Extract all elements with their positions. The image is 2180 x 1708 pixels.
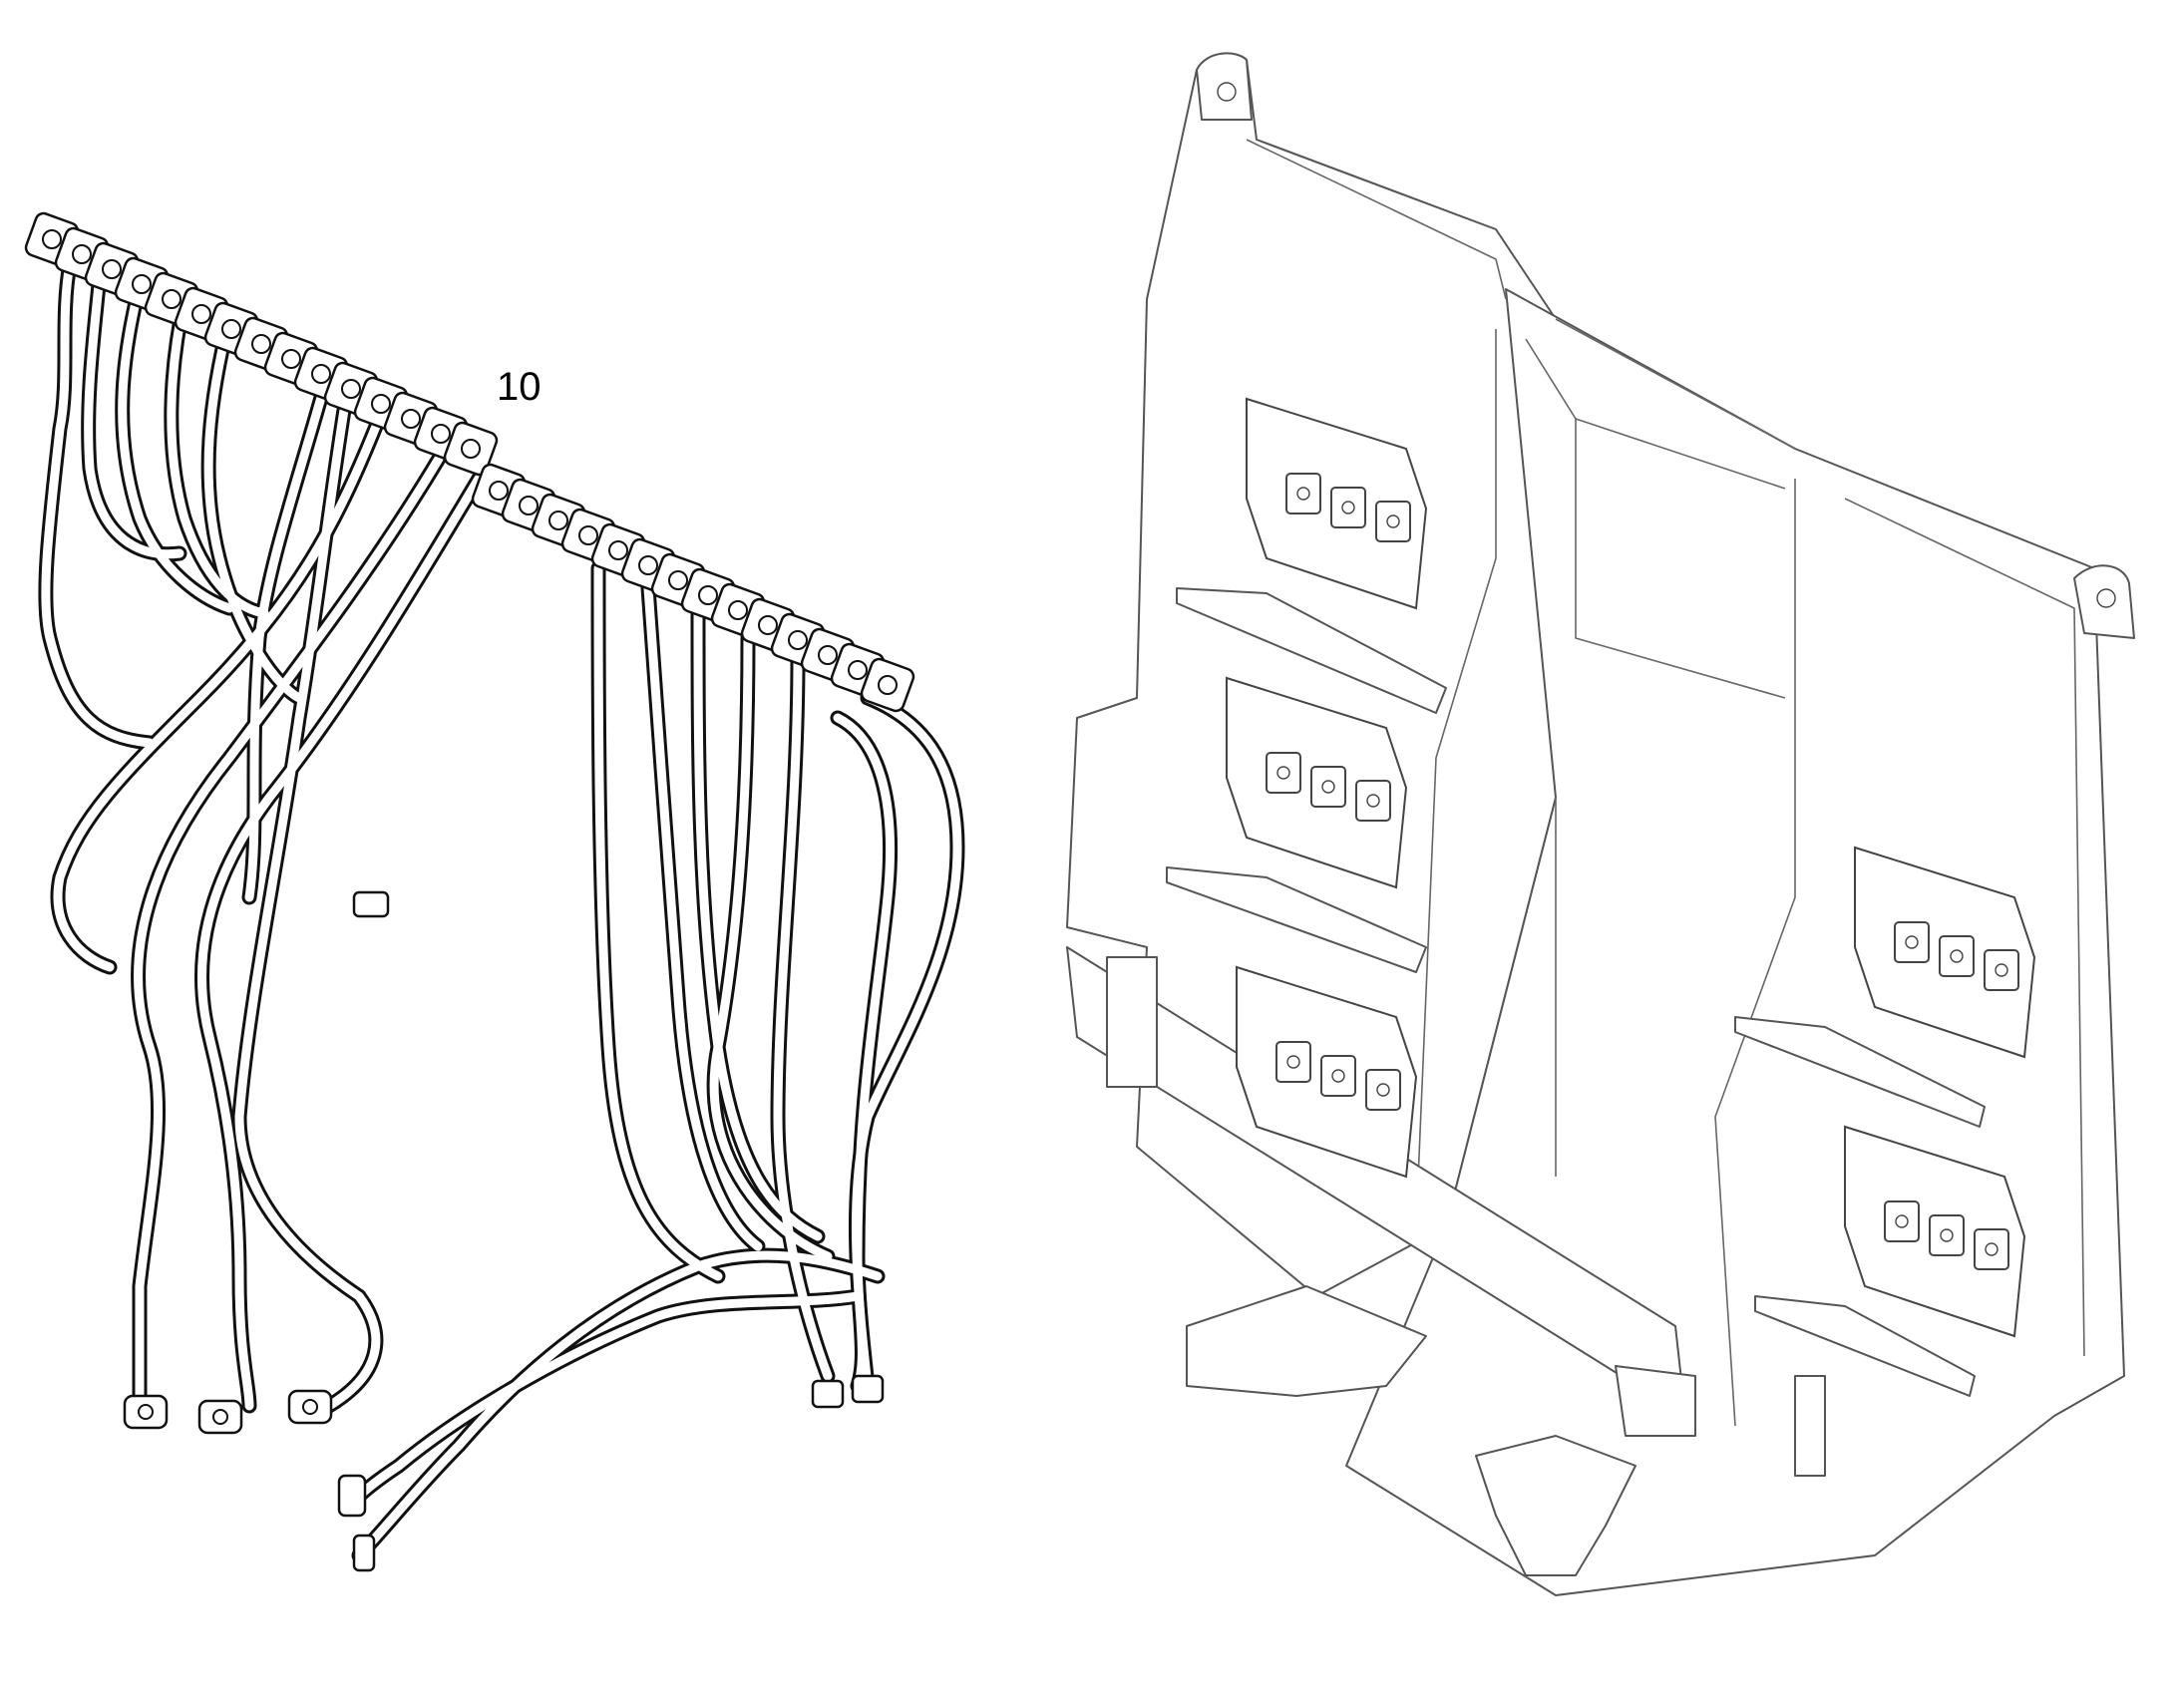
flange-row-right xyxy=(471,463,915,713)
end-flange xyxy=(287,1389,333,1425)
end-flange xyxy=(352,1534,376,1572)
hydraulic-tube-assembly xyxy=(24,211,965,1572)
frame-body xyxy=(1066,52,2135,1596)
end-fitting-nut xyxy=(352,890,390,918)
manifold-flange xyxy=(443,421,499,477)
valve-mounting-plate xyxy=(1854,846,2036,1059)
valve-mounting-plate xyxy=(1226,676,1408,889)
valve-plates xyxy=(1226,397,2036,1338)
end-flange xyxy=(123,1394,169,1430)
end-fittings xyxy=(123,890,885,1572)
end-flange xyxy=(337,1474,367,1518)
valve-mounting-plate xyxy=(1236,965,1418,1179)
valve-mounting-plate xyxy=(1246,397,1428,610)
valve-mounting-frame xyxy=(1066,52,2135,1596)
manifold-flange xyxy=(860,657,915,713)
end-flange xyxy=(197,1399,243,1435)
callout-label-10: 10 xyxy=(497,365,542,409)
tube-bundle xyxy=(38,256,965,1563)
end-fitting-nut xyxy=(811,1374,885,1409)
flange-row-left xyxy=(24,211,499,477)
valve-mounting-plate xyxy=(1844,1125,2026,1338)
